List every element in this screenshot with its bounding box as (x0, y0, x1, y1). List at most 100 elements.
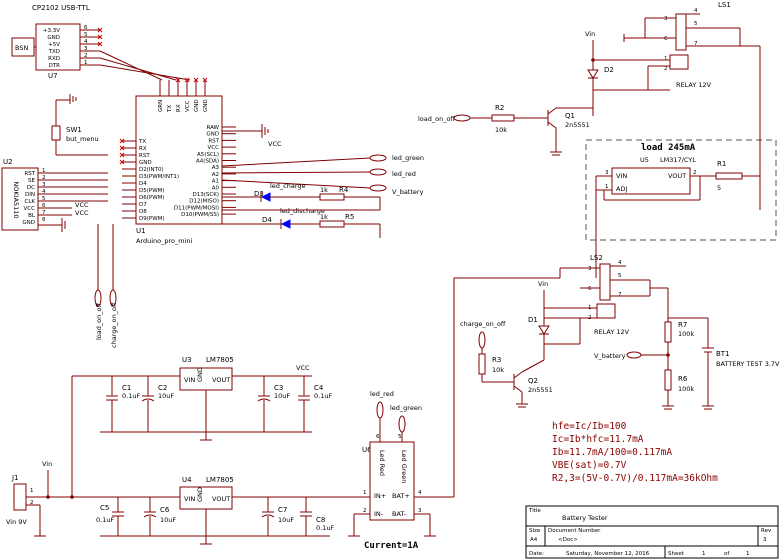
d1-ref: D1 (528, 316, 538, 324)
c5-ref: C5 (100, 504, 109, 512)
c7-value: 10uF (278, 516, 294, 524)
u1-left-pin: D8 (139, 209, 147, 215)
u5-vout: VOUT (668, 172, 686, 180)
u1-u2-wiring (38, 172, 108, 216)
d3-ref: D3 (254, 190, 264, 198)
u3-ref: U3 (182, 356, 192, 364)
calc-annotations: hfe=Ic/Ib=100 Ic=Ib*hfc=11.7mA Ib=11.7mA… (552, 421, 718, 484)
u1-ref: U1 (136, 227, 146, 235)
u6-ref: U6 (362, 446, 372, 454)
u1-right-pin: A4(SDA) (196, 159, 219, 165)
u7-pin-number: 6 (84, 25, 88, 31)
c3-ref: C3 (274, 384, 283, 392)
tb-sheet: 1 (702, 551, 706, 557)
u4-vout: VOUT (212, 495, 230, 503)
u6-bat-minus: BAT- (392, 510, 407, 518)
u1-left-pin: D7 (139, 202, 147, 208)
u1-top-pin: GND (194, 99, 200, 112)
calc-line-5: R2,3=(5V-0.7V)/0.117mA=36kOhm (552, 473, 718, 484)
svg-text:3: 3 (588, 266, 592, 272)
u1-right-pin: D12(MISO) (189, 199, 219, 205)
calc-line-2: Ic=Ib*hfc=11.7mA (552, 434, 644, 445)
u7-pin-label: TXD (48, 49, 60, 55)
svg-text:2: 2 (363, 508, 367, 514)
u2-pin-number: 2 (42, 175, 46, 181)
calc-line-1: hfe=Ic/Ib=100 (552, 421, 627, 432)
vcc-label-u3: VCC (296, 364, 310, 372)
vin-label-j1: Vin (42, 460, 52, 468)
c7-ref: C7 (278, 506, 287, 514)
net-charge-on-off-1: charge_on_off (110, 302, 118, 348)
ls2-relay-section: LS2 3 4 5 6 7 1 2 RELAY 12V Vin D1 charg… (453, 254, 780, 497)
u3-name: LM7805 (206, 356, 234, 364)
u6-charger: U6 Led Red Led Green IN+ IN- BAT+ BAT- 1… (348, 390, 454, 551)
svg-text:1: 1 (664, 56, 668, 62)
current-label: Current=1A (364, 541, 419, 551)
tb-of: 1 (746, 551, 750, 557)
svg-text:3: 3 (418, 508, 422, 514)
u4-regulator-section: U4 LM7805 VIN GND VOUT C5 0.1uF C6 10uF … (40, 460, 360, 545)
tb-date: Saturday, November 12, 2016 (566, 551, 650, 557)
u1-right-pin: A3 (212, 165, 220, 171)
load-label: load 245mA (641, 143, 696, 153)
d4-ref: D4 (262, 216, 272, 224)
r5-value: 1k (320, 213, 328, 221)
u1-right-pin: RST (208, 138, 219, 144)
r1-value: 5 (717, 184, 721, 192)
u6-in-minus: IN- (374, 510, 384, 518)
u1-left-pin: D4 (139, 181, 147, 187)
u1-right-pin: VCC (208, 145, 220, 151)
svg-text:5: 5 (618, 273, 622, 279)
c8-ref: C8 (316, 516, 325, 524)
u3-vin: VIN (184, 376, 195, 384)
u1-left-pin: D9(PWM) (139, 216, 165, 222)
u3-regulator-section: U3 LM7805 VIN GND VOUT VCC C1 0.1uF C2 1… (71, 356, 332, 497)
ls1-relay-section: Vin D2 LS1 3 4 5 6 7 1 2 RELAY 12V load_… (418, 1, 741, 156)
vcc-label-u2a: VCC (75, 201, 89, 209)
r5-ref: R5 (345, 213, 354, 221)
u7-pin-label: RXD (48, 56, 60, 62)
c6-value: 10uF (160, 516, 176, 524)
u1-left-pin: GND (139, 160, 152, 166)
c6-ref: C6 (160, 506, 170, 514)
d2-ref: D2 (604, 66, 614, 74)
u1-right-pin: A5(SCL) (197, 152, 219, 158)
net-load-on-off-1: load_on_off (95, 303, 103, 340)
j1-connector: J1 1 2 Vin 9V (6, 474, 46, 537)
vcc-label-u1: VCC (268, 140, 282, 148)
u1-right-pin: GND (206, 132, 219, 138)
u1-offpage-connectors: load_on_off charge_on_off led_green led_… (94, 154, 424, 348)
r2-ref: R2 (495, 104, 504, 112)
u4-vin: VIN (184, 495, 195, 503)
c1-value: 0.1uF (122, 392, 140, 400)
r3-value: 10k (492, 366, 504, 374)
c1-ref: C1 (122, 384, 131, 392)
svg-text:6: 6 (376, 434, 380, 440)
calc-line-3: Ib=11.7mA/100=0.117mA (552, 447, 672, 458)
j1-ref: J1 (11, 474, 19, 482)
svg-text:4: 4 (618, 260, 622, 266)
u1-left-pin: TX (138, 139, 146, 145)
c3-value: 10uF (274, 392, 290, 400)
u7-pin-label: GND (47, 35, 60, 41)
u1-top-pin: TX (167, 105, 173, 113)
u2-pin-number: 7 (42, 210, 46, 216)
tb-title: Battery Tester (562, 514, 608, 522)
net-led-green-1: led_green (392, 154, 424, 162)
calc-line-4: VBE(sat)=0.7V (552, 460, 627, 471)
u7-pin-number: 3 (84, 46, 88, 52)
u7-connector: BSN (15, 44, 28, 52)
q2-name: 2n5551 (528, 386, 553, 394)
u1-top-pin: VCC (185, 100, 191, 112)
net-led-green-2: led_green (390, 404, 422, 412)
c2-value: 10uF (158, 392, 174, 400)
u1-left-pin: D2(INT0) (139, 167, 164, 173)
r4-ref: R4 (339, 186, 349, 194)
svg-text:3: 3 (605, 170, 609, 176)
q1-name: 2n5551 (565, 121, 590, 129)
r3-ref: R3 (492, 356, 501, 364)
u1-right-pin: A0 (212, 185, 220, 191)
q1-ref: Q1 (565, 112, 575, 120)
u2-pin-number: 4 (42, 189, 46, 195)
